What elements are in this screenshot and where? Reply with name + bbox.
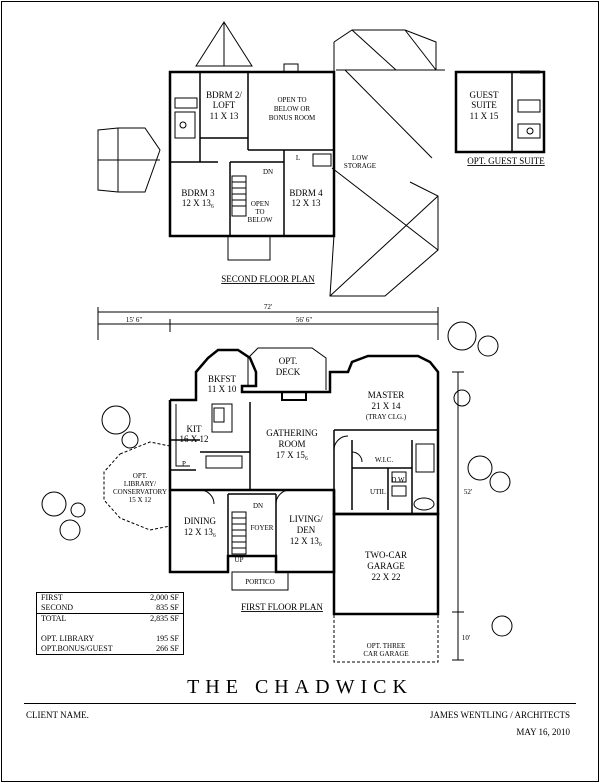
guest-name-2: SUITE: [471, 100, 497, 110]
bkfst-size: 11 X 10: [208, 384, 237, 394]
library-3: CONSERVATORY: [113, 488, 167, 496]
guest-suite-labels: GUEST SUITE 11 X 15 OPT. GUEST SUITE: [467, 90, 545, 166]
open-below-2: BELOW OR: [274, 105, 311, 113]
area-table: FIRST 2,000 SF SECOND 835 SF TOTAL 2,835…: [36, 592, 184, 655]
second-floor-plan: [97, 21, 445, 297]
low-storage-2: STORAGE: [344, 162, 376, 170]
first-floor-labels: 72' 15' 6" 56' 6" 52' 10' BKFST 11 X 10 …: [113, 303, 472, 658]
stair-up-label: UP: [235, 556, 244, 564]
stair-dn-label: DN: [263, 168, 273, 176]
second-floor-outline: [168, 70, 336, 238]
second-floor-labels: BDRM 2/ LOFT 11 X 13 OPEN TO BELOW OR BO…: [181, 90, 376, 284]
area-row-library: OPT. LIBRARY 195 SF: [41, 634, 179, 643]
open-stair-3: BELOW: [248, 216, 273, 224]
landscape-trees: [41, 321, 513, 637]
three-car-1: OPT. THREE: [367, 642, 406, 650]
stair-dn-label: DN: [253, 502, 263, 510]
dining-name: DINING: [184, 516, 216, 526]
portico-label: PORTICO: [245, 578, 275, 586]
library-size: 15 X 12: [129, 496, 152, 504]
pantry-label: P: [182, 460, 186, 468]
architect-name: JAMES WENTLING / ARCHITECTS: [429, 710, 570, 720]
opt-garage-outline: [333, 613, 439, 663]
garage-size: 22 X 22: [372, 572, 401, 582]
guest-name-1: GUEST: [470, 90, 500, 100]
bkfst-name: BKFST: [208, 374, 237, 384]
kit-name: KIT: [187, 424, 202, 434]
guest-size: 11 X 15: [470, 111, 499, 121]
plan-date: MAY 16, 2010: [516, 727, 570, 737]
linen-label: L: [296, 154, 300, 162]
first-floor-plan: [97, 307, 464, 663]
bdrm2-size: 11 X 13: [210, 111, 239, 121]
guest-suite-caption: OPT. GUEST SUITE: [467, 156, 545, 166]
plan-title: THE CHADWICK: [187, 676, 413, 698]
gathering-size: 17 X 15₆: [276, 450, 308, 460]
dim-left: 15' 6": [126, 316, 143, 324]
area-row-total: TOTAL 2,835 SF: [37, 613, 183, 624]
library-1: OPT.: [133, 472, 148, 480]
gathering-1: GATHERING: [266, 428, 318, 438]
area-row-first: FIRST 2,000 SF: [41, 593, 179, 602]
dim-side: 52': [464, 488, 472, 496]
low-storage-1: LOW: [352, 154, 368, 162]
garage-1: TWO-CAR: [365, 550, 407, 560]
library-2: LIBRARY/: [124, 480, 156, 488]
dim-right: 56' 6": [296, 316, 313, 324]
guest-suite-plan: [454, 70, 546, 154]
dw-label: D W: [391, 476, 405, 484]
master-note: (TRAY CLG.): [366, 413, 407, 421]
second-floor-caption: SECOND FLOOR PLAN: [221, 274, 315, 284]
first-floor-caption: FIRST FLOOR PLAN: [241, 602, 323, 612]
title-rule: [24, 703, 576, 704]
dining-size: 12 X 13₆: [184, 527, 216, 537]
foyer-label: FOYER: [251, 524, 274, 532]
wic-label: W.I.C.: [375, 456, 393, 464]
living-2: DEN: [297, 525, 316, 535]
living-1: LIVING/: [289, 514, 323, 524]
gathering-2: ROOM: [278, 439, 305, 449]
bdrm2-name: BDRM 2/: [206, 90, 242, 100]
bdrm4-name: BDRM 4: [289, 188, 323, 198]
master-size: 21 X 14: [372, 401, 401, 411]
bdrm4-size: 12 X 13: [292, 198, 321, 208]
dim-overall: 72': [264, 303, 272, 311]
open-below-1: OPEN TO: [277, 96, 306, 104]
util-label: UTIL: [370, 488, 386, 496]
area-spacer: [37, 624, 183, 634]
client-name-label: CLIENT NAME.: [26, 710, 89, 720]
deck-1: OPT.: [279, 356, 298, 366]
open-below-3: BONUS ROOM: [269, 114, 316, 122]
dim-garage-ext: 10': [462, 634, 470, 642]
living-size: 12 X 13₆: [290, 536, 322, 546]
kit-size: 16 X 12: [180, 434, 209, 444]
three-car-2: CAR GARAGE: [363, 650, 408, 658]
garage-2: GARAGE: [367, 561, 405, 571]
roof-left-hip: [97, 127, 161, 193]
bdrm3-size: 12 X 13₆: [182, 198, 214, 208]
master-name: MASTER: [368, 390, 405, 400]
open-stair-2: TO: [255, 208, 264, 216]
area-row-second: SECOND 835 SF: [41, 603, 179, 612]
open-stair-1: OPEN: [251, 200, 269, 208]
area-row-bonus: OPT.BONUS/GUEST 266 SF: [41, 644, 179, 653]
deck-2: DECK: [276, 367, 301, 377]
bdrm3-name: BDRM 3: [181, 188, 215, 198]
bdrm2-name-2: LOFT: [213, 100, 236, 110]
